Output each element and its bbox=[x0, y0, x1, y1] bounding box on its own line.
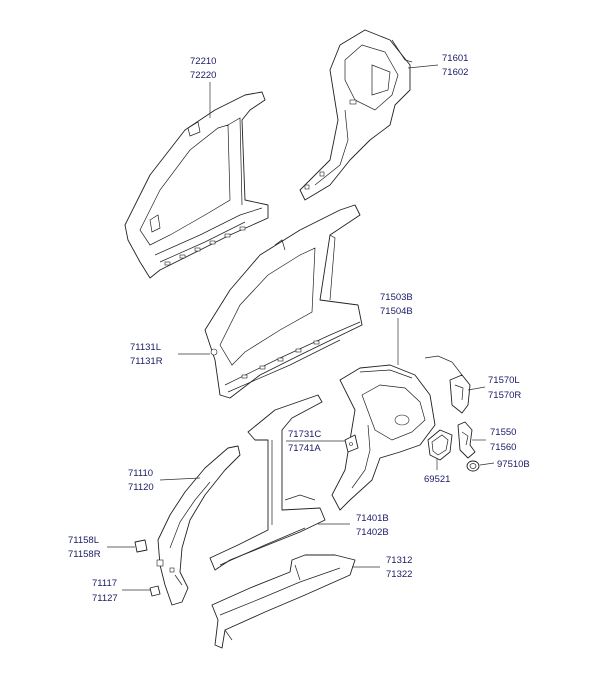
quarter-inner-panel-part[interactable] bbox=[299, 29, 413, 201]
label-71131R[interactable]: 71131R bbox=[130, 356, 163, 367]
front-pillar-part[interactable] bbox=[156, 445, 241, 606]
label-71570L[interactable]: 71570L bbox=[488, 375, 520, 386]
leader-lines bbox=[107, 64, 495, 591]
fuel-filler-door-part[interactable] bbox=[427, 429, 453, 461]
label-71402B[interactable]: 71402B bbox=[356, 527, 389, 538]
label-71570R[interactable]: 71570R bbox=[488, 390, 521, 401]
label-72220[interactable]: 72220 bbox=[190, 70, 216, 81]
center-pillar-part[interactable] bbox=[209, 394, 326, 571]
label-71550[interactable]: 71550 bbox=[490, 427, 516, 438]
label-71127[interactable]: 71127 bbox=[92, 593, 118, 604]
label-71401B[interactable]: 71401B bbox=[356, 513, 389, 524]
filler-cap-part[interactable] bbox=[466, 460, 480, 472]
side-outer-panel-part[interactable] bbox=[204, 204, 363, 399]
label-71322[interactable]: 71322 bbox=[386, 569, 412, 580]
label-71312[interactable]: 71312 bbox=[386, 555, 412, 566]
quarter-panel-part[interactable] bbox=[331, 364, 436, 511]
filler-bracket-part[interactable] bbox=[457, 421, 476, 459]
label-97510B[interactable]: 97510B bbox=[497, 459, 530, 470]
label-71120[interactable]: 71120 bbox=[128, 482, 154, 493]
label-71131L[interactable]: 71131L bbox=[130, 342, 161, 353]
label-71110[interactable]: 71110 bbox=[128, 468, 153, 479]
label-71504B[interactable]: 71504B bbox=[380, 306, 413, 317]
small-bracket-part[interactable] bbox=[134, 539, 148, 553]
label-71731C[interactable]: 71731C bbox=[288, 429, 321, 440]
label-71602[interactable]: 71602 bbox=[442, 67, 468, 78]
fuel-housing-part[interactable] bbox=[424, 355, 471, 414]
label-71741A[interactable]: 71741A bbox=[288, 443, 321, 454]
label-71560[interactable]: 71560 bbox=[490, 442, 516, 453]
inner-side-frame-part[interactable] bbox=[124, 91, 269, 279]
label-71158L[interactable]: 71158L bbox=[68, 535, 99, 546]
label-71158R[interactable]: 71158R bbox=[68, 549, 101, 560]
label-71117[interactable]: 71117 bbox=[92, 578, 117, 589]
label-71503B[interactable]: 71503B bbox=[380, 292, 413, 303]
label-69521[interactable]: 69521 bbox=[424, 474, 450, 485]
label-71601[interactable]: 71601 bbox=[442, 53, 468, 64]
label-72210[interactable]: 72210 bbox=[190, 56, 216, 67]
part-labels: 72210 72220 71601 71602 71131L 71131R 71… bbox=[68, 53, 530, 604]
gusset-part[interactable] bbox=[149, 585, 161, 597]
pillar-bracket-part[interactable] bbox=[344, 434, 359, 453]
rocker-outer-part[interactable] bbox=[211, 554, 356, 649]
